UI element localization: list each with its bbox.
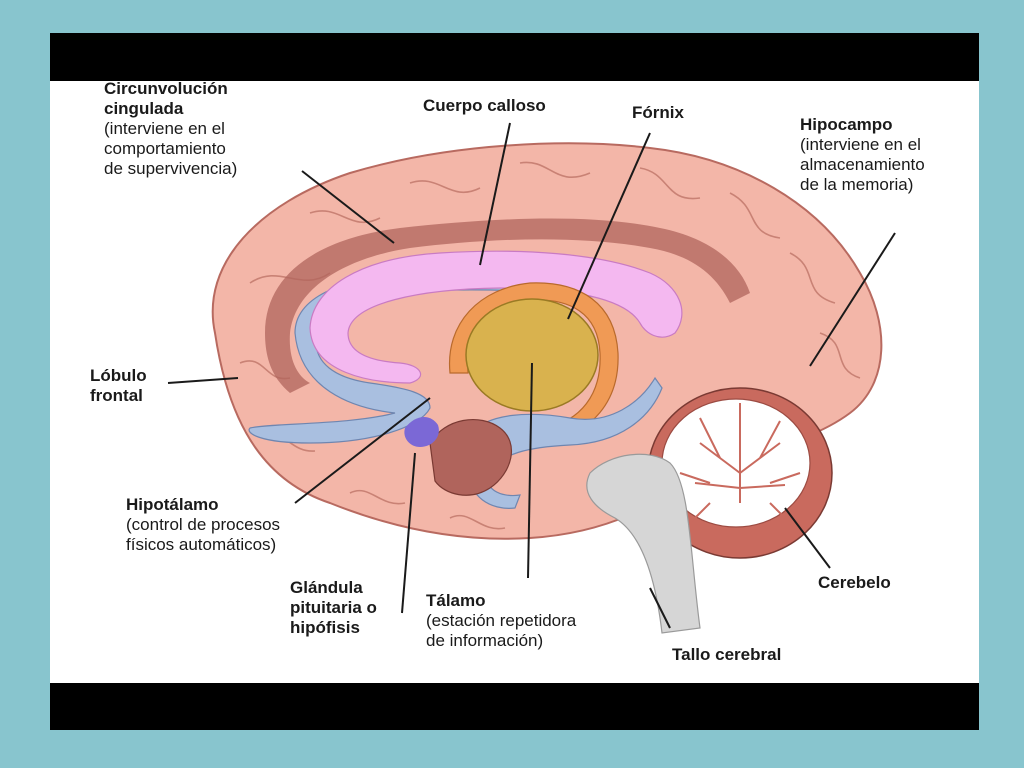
label-desc: físicos automáticos) bbox=[126, 535, 277, 554]
leader-lines bbox=[167, 122, 896, 629]
label-title: Lóbulo bbox=[90, 366, 147, 385]
cortex-gyri bbox=[239, 161, 861, 530]
label-cingulate-gyrus: Circunvolución cingulada (interviene en … bbox=[104, 79, 237, 179]
label-desc: (estación repetidora bbox=[426, 611, 577, 630]
slide-frame: Circunvolución cingulada (interviene en … bbox=[50, 33, 979, 730]
label-title: pituitaria o bbox=[290, 598, 377, 617]
label-title: hipófisis bbox=[290, 618, 360, 637]
hypothalamus-region bbox=[404, 417, 439, 447]
label-cerebellum: Cerebelo bbox=[818, 573, 891, 593]
label-title: Hipocampo bbox=[800, 115, 893, 134]
label-desc: de información) bbox=[426, 631, 544, 650]
label-desc: (control de procesos bbox=[126, 515, 281, 534]
label-desc: de la memoria) bbox=[800, 175, 914, 194]
brain-diagram bbox=[167, 122, 896, 634]
label-fornix: Fórnix bbox=[632, 103, 684, 123]
top-black-bar bbox=[50, 33, 979, 81]
mammillary-region bbox=[429, 419, 513, 496]
label-thalamus: Tálamo (estación repetidora de informaci… bbox=[426, 591, 576, 651]
label-brainstem: Tallo cerebral bbox=[672, 645, 781, 665]
corpus-callosum bbox=[309, 250, 683, 384]
label-title: Fórnix bbox=[632, 103, 684, 122]
label-desc: comportamiento bbox=[104, 139, 226, 158]
label-desc: (interviene en el bbox=[800, 135, 921, 154]
brainstem bbox=[586, 453, 701, 634]
label-title: Cerebelo bbox=[818, 573, 891, 592]
label-title: Tálamo bbox=[426, 591, 486, 610]
label-title: Circunvolución bbox=[104, 79, 228, 98]
label-title: Tallo cerebral bbox=[672, 645, 782, 664]
label-desc: (interviene en el bbox=[104, 119, 225, 138]
label-pituitary: Glándula pituitaria o hipófisis bbox=[290, 578, 377, 638]
bottom-black-bar bbox=[50, 683, 979, 730]
label-corpus-callosum: Cuerpo calloso bbox=[423, 96, 546, 116]
label-title: Hipotálamo bbox=[126, 495, 219, 514]
hippocampal-formation bbox=[469, 376, 663, 509]
label-desc: almacenamiento bbox=[800, 155, 925, 174]
label-title: frontal bbox=[90, 386, 143, 405]
label-frontal-lobe: Lóbulo frontal bbox=[90, 366, 147, 406]
label-hippocampus: Hipocampo (interviene en el almacenamien… bbox=[800, 115, 925, 195]
label-title: Cuerpo calloso bbox=[423, 96, 546, 115]
arbor-vitae bbox=[679, 403, 801, 524]
label-hypothalamus: Hipotálamo (control de procesos físicos … bbox=[126, 495, 280, 555]
label-title: Glándula bbox=[290, 578, 363, 597]
label-desc: de supervivencia) bbox=[104, 159, 238, 178]
label-title: cingulada bbox=[104, 99, 184, 118]
